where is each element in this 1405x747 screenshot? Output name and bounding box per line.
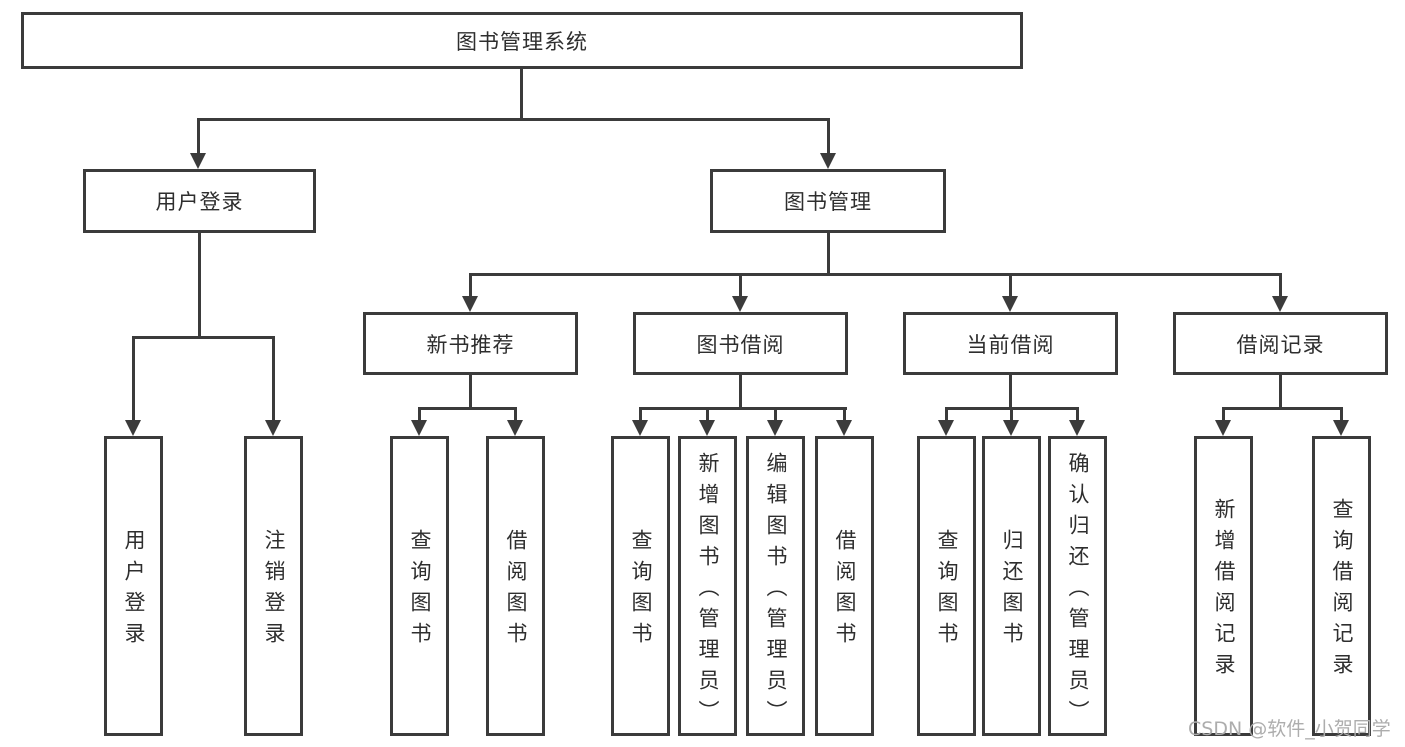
node-new-book-recommendation: 新书推荐	[363, 312, 578, 375]
node-label: 借阅记录	[1236, 332, 1325, 357]
node-label: 查询图书	[629, 529, 653, 653]
arrow-down-icon	[190, 153, 206, 169]
node-label: 图书管理	[784, 190, 872, 214]
connector-line	[1340, 407, 1343, 422]
arrow-down-icon	[836, 420, 852, 436]
connector-line	[1279, 273, 1282, 298]
watermark: CSDN @软件_小贺同学	[1188, 718, 1391, 740]
connector-line	[1279, 375, 1282, 409]
connector-line	[514, 407, 517, 422]
arrow-down-icon	[1272, 296, 1288, 312]
connector-line	[272, 336, 275, 422]
node-user-login: 用户登录	[83, 169, 316, 233]
node-label: 图书管理系统	[456, 29, 588, 54]
connector-line	[1222, 407, 1343, 410]
connector-line	[198, 233, 201, 338]
connector-line	[639, 407, 847, 410]
connector-line	[843, 407, 846, 422]
arrow-down-icon	[411, 420, 427, 436]
connector-line	[132, 336, 275, 339]
leaf-search-borrow-record: 查询借阅记录	[1312, 436, 1371, 736]
node-label: 新书推荐	[426, 332, 515, 357]
arrow-down-icon	[1333, 420, 1349, 436]
connector-line	[1222, 407, 1225, 422]
leaf-add-borrow-record: 新增借阅记录	[1194, 436, 1253, 736]
connector-line	[520, 69, 523, 120]
connector-line	[739, 273, 742, 298]
arrow-down-icon	[462, 296, 478, 312]
leaf-borrow-books-recommend: 借阅图书	[486, 436, 545, 736]
node-label: 确认归还（管理员）	[1066, 451, 1090, 731]
leaf-add-book-admin: 新增图书（管理员）	[678, 436, 737, 736]
leaf-user-login: 用户登录	[104, 436, 163, 736]
node-label: 用户登录	[155, 190, 244, 214]
node-label: 用户登录	[122, 529, 146, 653]
arrow-down-icon	[1002, 296, 1018, 312]
node-book-borrowing: 图书借阅	[633, 312, 848, 375]
connector-line	[1076, 407, 1079, 422]
connector-line	[1009, 375, 1012, 409]
connector-line	[827, 233, 830, 275]
connector-line	[132, 336, 135, 422]
node-borrowing-records: 借阅记录	[1173, 312, 1388, 375]
connector-line	[197, 118, 830, 121]
connector-line	[418, 407, 421, 422]
arrow-down-icon	[699, 420, 715, 436]
connector-line	[418, 407, 517, 410]
connector-line	[469, 273, 1282, 276]
node-label: 查询图书	[408, 529, 432, 653]
arrow-down-icon	[1069, 420, 1085, 436]
node-label: 注销登录	[262, 529, 286, 653]
node-label: 当前借阅	[966, 332, 1055, 357]
node-label: 归还图书	[1000, 529, 1024, 653]
connector-line	[1009, 273, 1012, 298]
connector-line	[469, 375, 472, 409]
node-book-management: 图书管理	[710, 169, 946, 233]
node-label: 查询图书	[935, 529, 959, 653]
connector-line	[774, 407, 777, 422]
connector-line	[1010, 407, 1013, 422]
node-library-management-system: 图书管理系统	[21, 12, 1023, 69]
arrow-down-icon	[265, 420, 281, 436]
connector-line	[469, 273, 472, 298]
arrow-down-icon	[1003, 420, 1019, 436]
connector-line	[706, 407, 709, 422]
leaf-borrow-books-borrowing: 借阅图书	[815, 436, 874, 736]
arrow-down-icon	[507, 420, 523, 436]
connector-line	[639, 407, 642, 422]
leaf-confirm-return-admin: 确认归还（管理员）	[1048, 436, 1107, 736]
node-label: 新增图书（管理员）	[696, 451, 720, 731]
node-label: 编辑图书（管理员）	[764, 451, 788, 731]
arrow-down-icon	[767, 420, 783, 436]
node-label: 借阅图书	[833, 529, 857, 653]
arrow-down-icon	[632, 420, 648, 436]
arrow-down-icon	[732, 296, 748, 312]
leaf-search-books-recommend: 查询图书	[390, 436, 449, 736]
connector-line	[945, 407, 948, 422]
node-label: 新增借阅记录	[1212, 498, 1236, 684]
node-label: 借阅图书	[504, 529, 528, 653]
connector-line	[739, 375, 742, 409]
leaf-logout: 注销登录	[244, 436, 303, 736]
leaf-edit-book-admin: 编辑图书（管理员）	[746, 436, 805, 736]
arrow-down-icon	[820, 153, 836, 169]
node-label: 查询借阅记录	[1330, 498, 1354, 684]
arrow-down-icon	[125, 420, 141, 436]
leaf-search-books-current: 查询图书	[917, 436, 976, 736]
connector-line	[197, 118, 200, 155]
node-label: 图书借阅	[696, 332, 785, 357]
node-current-borrowing: 当前借阅	[903, 312, 1118, 375]
leaf-search-books-borrowing: 查询图书	[611, 436, 670, 736]
leaf-return-book: 归还图书	[982, 436, 1041, 736]
arrow-down-icon	[1215, 420, 1231, 436]
connector-line	[827, 118, 830, 155]
arrow-down-icon	[938, 420, 954, 436]
